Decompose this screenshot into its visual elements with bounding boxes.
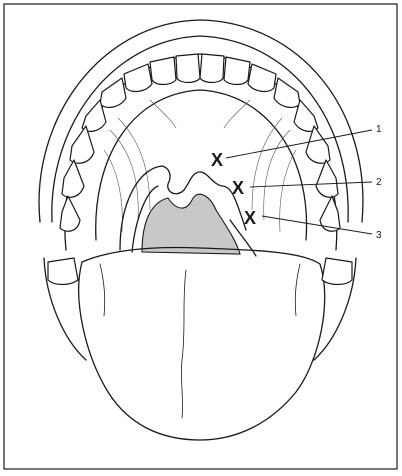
callout-label-3: 3 [376,230,382,241]
upper-lateral-right [224,57,250,85]
callout-label-1: 1 [376,124,382,135]
callout-label-2: 2 [376,177,382,188]
mark-x-2: X [232,178,244,198]
upper-lateral-left [150,57,176,85]
mark-x-3: X [244,208,256,228]
upper-incisor-right [200,54,224,83]
upper-incisor-left [176,54,200,83]
lower-molar-left [48,258,78,285]
lower-molar-right [322,258,352,285]
mark-x-1: X [211,150,223,170]
